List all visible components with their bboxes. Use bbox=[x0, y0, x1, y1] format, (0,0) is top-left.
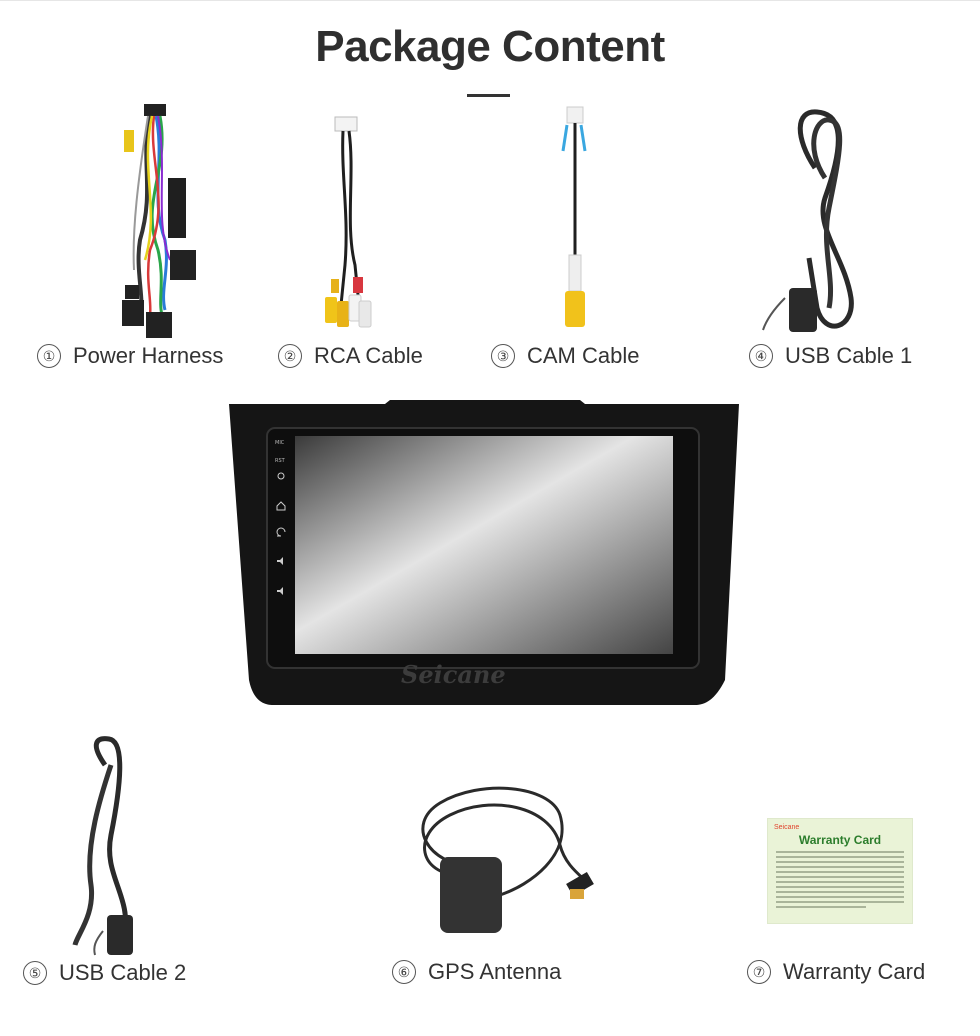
card-text-lines bbox=[776, 851, 904, 911]
card-title: Warranty Card bbox=[798, 833, 882, 847]
item-label: Power Harness bbox=[73, 343, 224, 368]
item-label: CAM Cable bbox=[527, 343, 640, 368]
item-label: USB Cable 2 bbox=[59, 960, 187, 985]
power-harness-image bbox=[122, 104, 196, 338]
item-caption-rca-cable: ② RCA Cable bbox=[278, 343, 423, 369]
head-unit-image: MIC RST Seicane bbox=[229, 400, 739, 705]
warranty-card-image: Seicane Warranty Card bbox=[767, 818, 913, 924]
item-label: RCA Cable bbox=[314, 343, 423, 368]
rst-label: RST bbox=[275, 458, 286, 464]
mic-label: MIC bbox=[275, 440, 285, 446]
item-number: ⑦ bbox=[747, 960, 771, 984]
usb-cable-2-image bbox=[72, 736, 133, 956]
rca-cable-image bbox=[325, 116, 372, 328]
item-caption-cam-cable: ③ CAM Cable bbox=[491, 343, 639, 369]
card-brand: Seicane bbox=[774, 824, 800, 831]
item-number: ⑥ bbox=[392, 960, 416, 984]
back-icon bbox=[276, 527, 286, 537]
usb-cable-1-image bbox=[762, 109, 854, 332]
item-label: USB Cable 1 bbox=[785, 343, 913, 368]
item-caption-usb-cable-2: ⑤ USB Cable 2 bbox=[23, 960, 186, 986]
brand-watermark: Seicane bbox=[401, 660, 506, 689]
item-label: Warranty Card bbox=[783, 959, 926, 984]
item-number: ④ bbox=[749, 344, 773, 368]
page-title: Package Content bbox=[315, 22, 665, 71]
item-caption-usb-cable-1: ④ USB Cable 1 bbox=[749, 343, 912, 369]
power-icon bbox=[277, 472, 285, 480]
title-underline bbox=[467, 94, 510, 97]
item-number: ③ bbox=[491, 344, 515, 368]
item-caption-power-harness: ① Power Harness bbox=[37, 343, 223, 369]
item-label: GPS Antenna bbox=[428, 959, 562, 984]
item-number: ① bbox=[37, 344, 61, 368]
item-caption-warranty-card: ⑦ Warranty Card bbox=[747, 959, 925, 985]
gps-antenna-image bbox=[421, 786, 594, 933]
home-icon bbox=[276, 501, 286, 511]
volume-down-icon bbox=[277, 587, 283, 595]
item-number: ⑤ bbox=[23, 961, 47, 985]
cam-cable-image bbox=[561, 106, 587, 327]
volume-up-icon bbox=[277, 557, 283, 565]
item-number: ② bbox=[278, 344, 302, 368]
item-caption-gps-antenna: ⑥ GPS Antenna bbox=[392, 959, 561, 985]
top-border bbox=[0, 0, 980, 1]
